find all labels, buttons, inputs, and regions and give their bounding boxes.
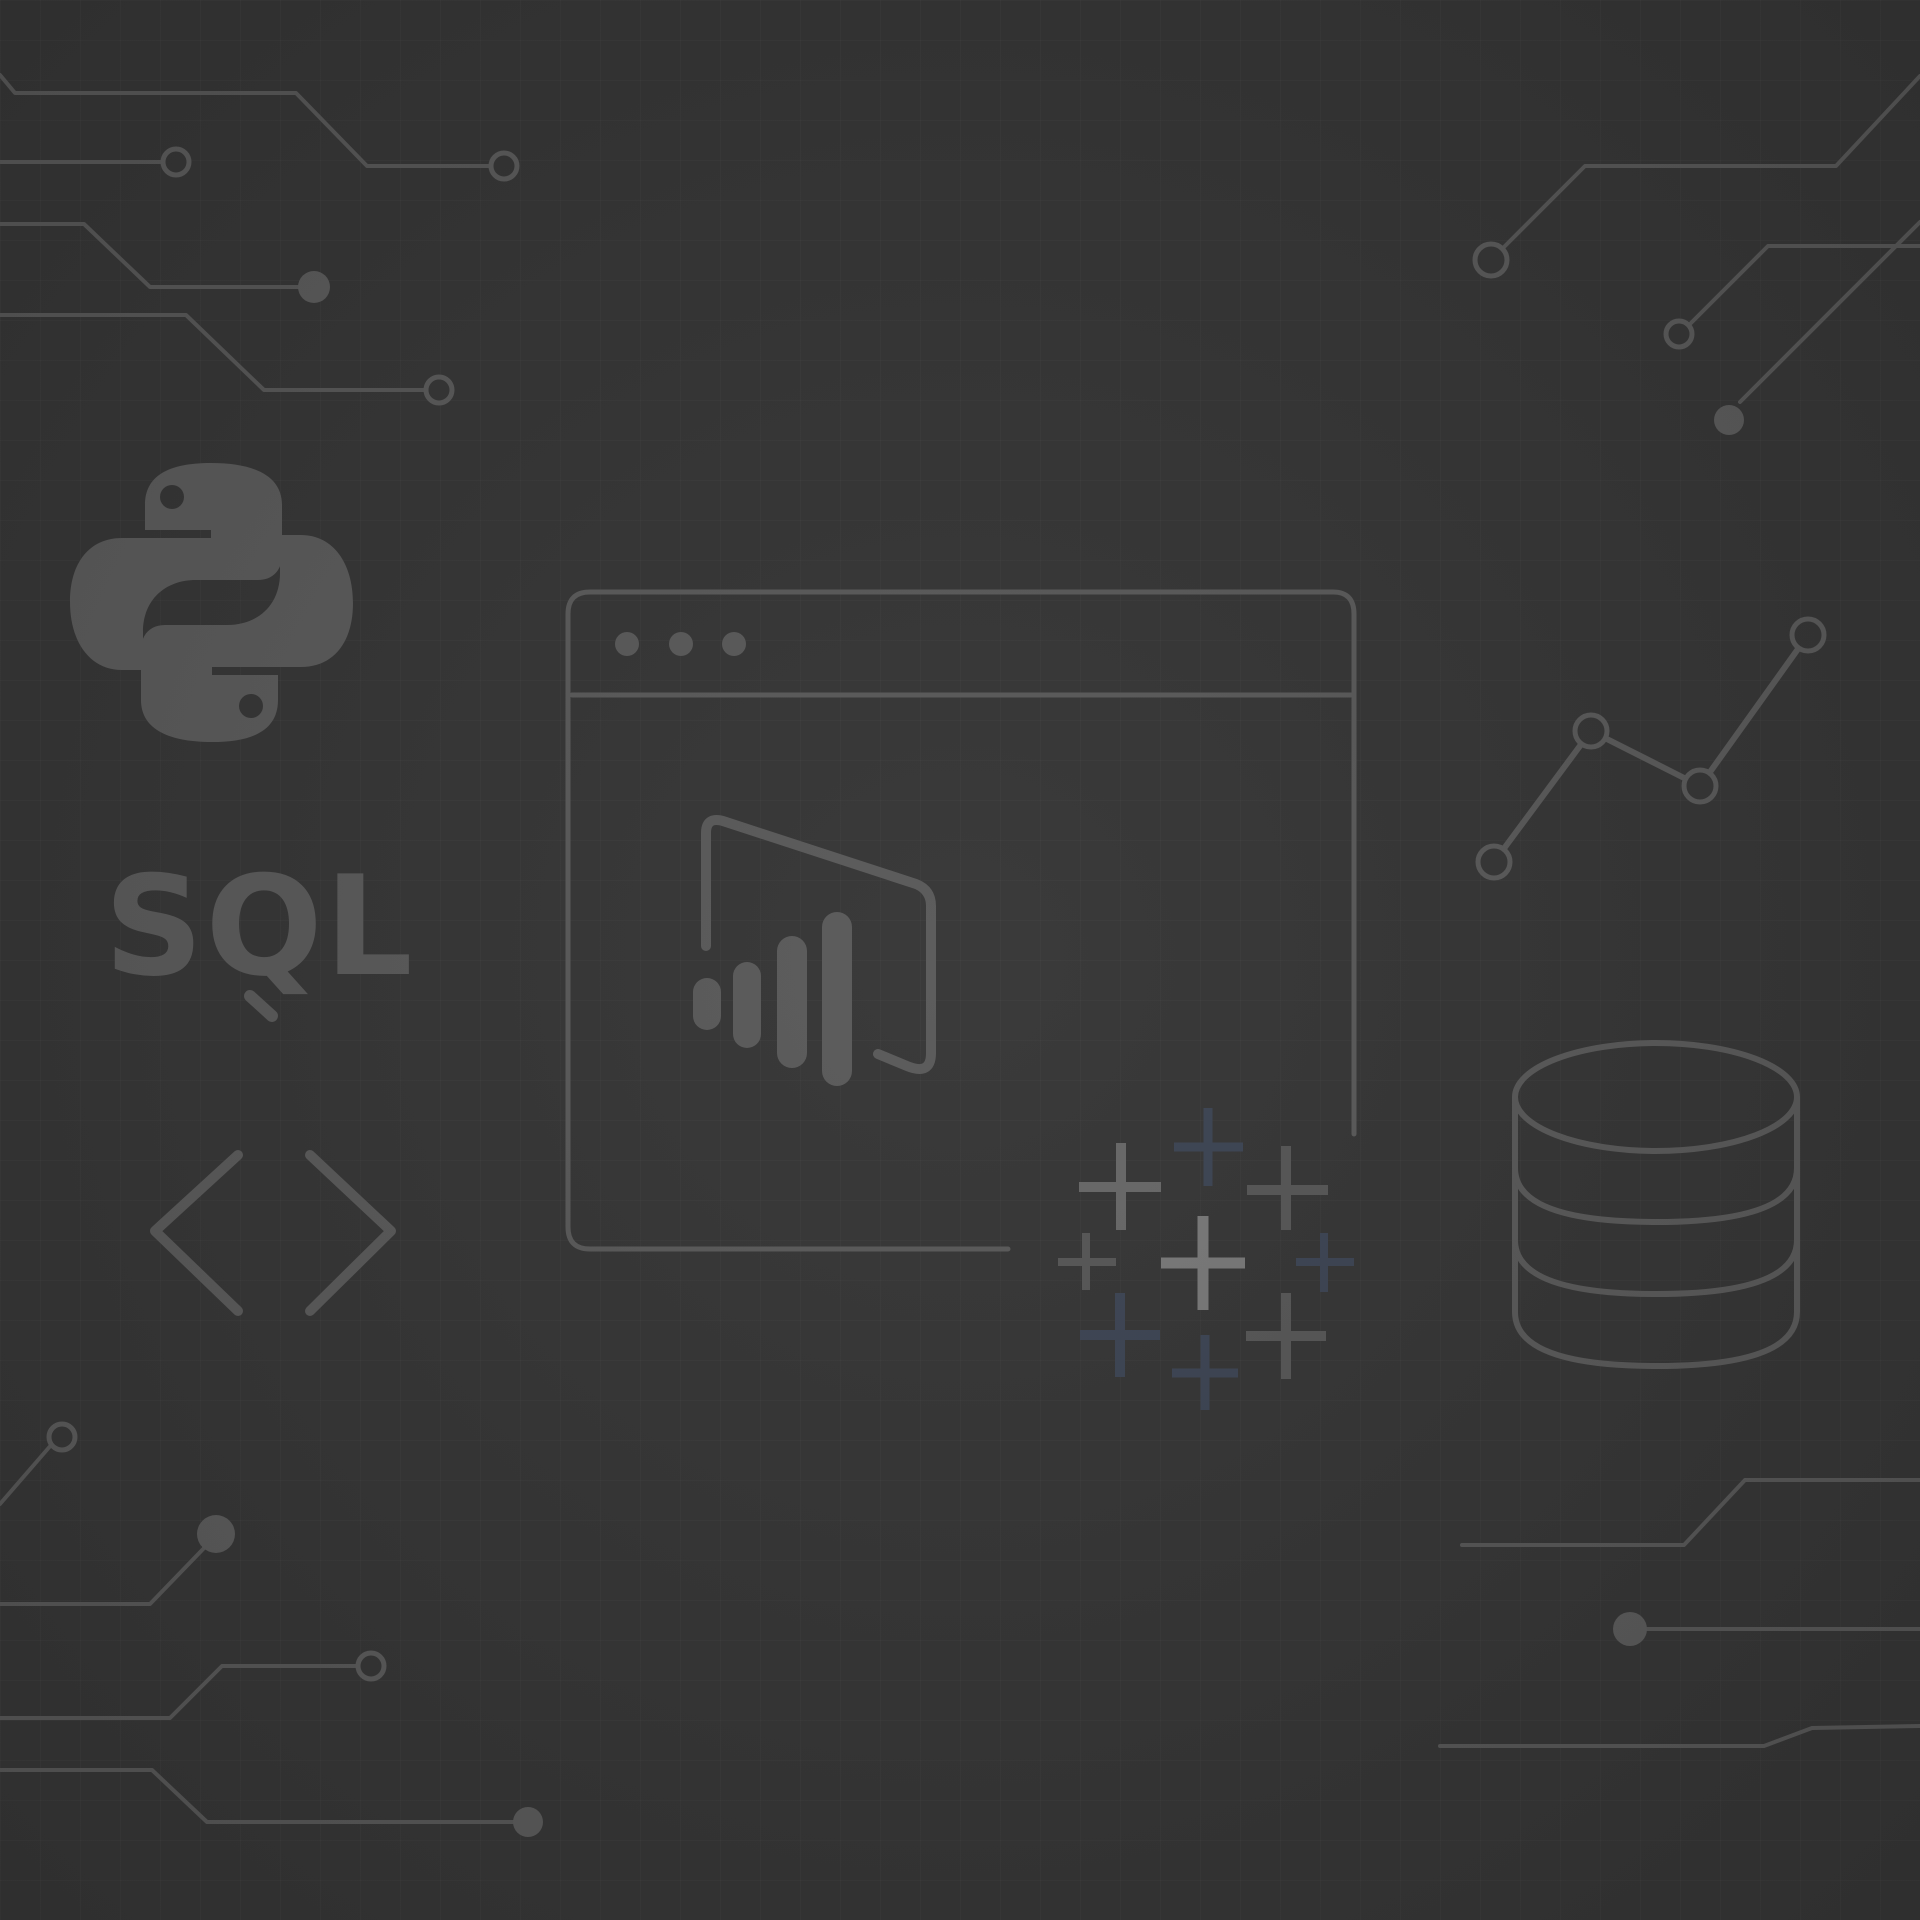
python-logo-icon — [70, 463, 353, 742]
sql-label: SQL — [104, 846, 415, 1007]
circuit-traces-top-right — [1472, 74, 1920, 435]
circuit-traces-bottom-left — [0, 1421, 543, 1837]
power-bi-icon — [693, 815, 936, 1086]
circuit-traces-top-left — [0, 73, 520, 406]
code-brackets-icon — [150, 1150, 396, 1316]
tableau-icon — [1058, 1108, 1354, 1410]
database-icon — [1512, 1040, 1800, 1370]
window-dot-2 — [669, 632, 693, 656]
line-chart-icon — [1475, 616, 1827, 881]
circuit-traces-bottom-right — [1438, 1478, 1920, 1748]
app-window-icon — [565, 589, 1357, 1252]
sql-q-tail — [244, 990, 278, 1022]
window-dot-1 — [615, 632, 639, 656]
window-dot-3 — [722, 632, 746, 656]
